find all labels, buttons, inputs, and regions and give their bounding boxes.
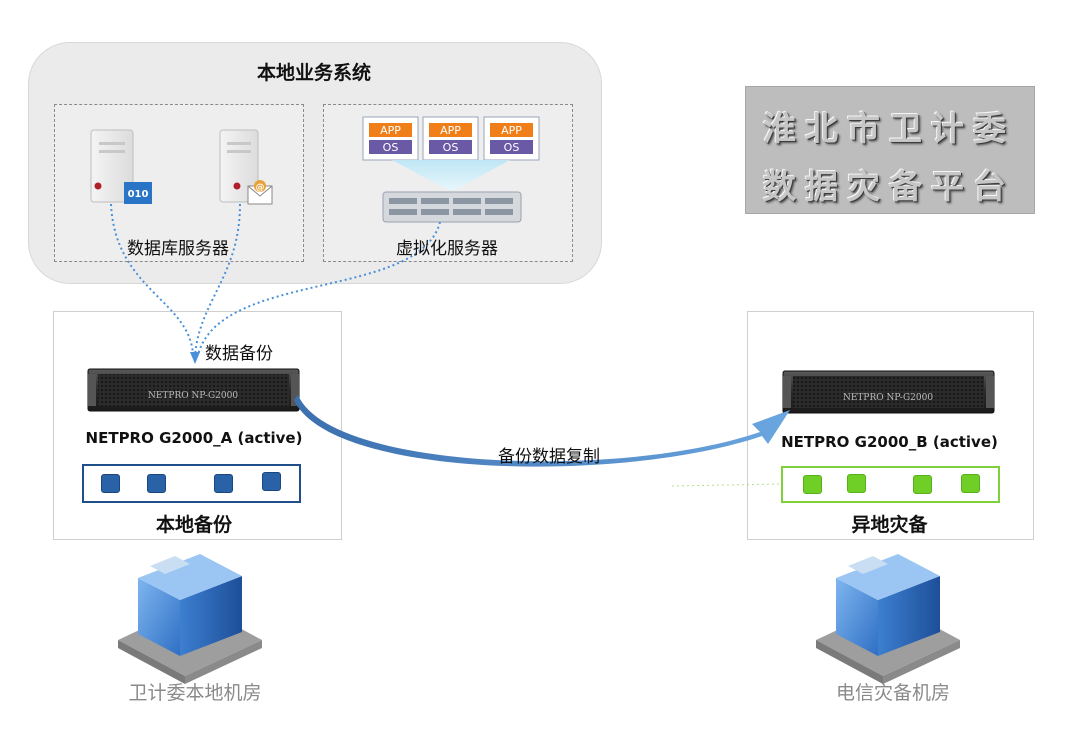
db-backup-link — [110, 203, 194, 356]
title-plate — [745, 86, 1035, 214]
building-b-icon — [816, 554, 960, 684]
vm-app-label: APP — [440, 124, 461, 137]
port-indicator — [262, 472, 281, 491]
virtual-servers-label: 虚拟化服务器 — [396, 239, 498, 259]
netpro-g2000-b-server: NETPRO NP-G2000 — [782, 370, 995, 414]
virtual-backup-link — [197, 221, 441, 356]
vm-os-label: OS — [383, 141, 399, 154]
port-indicator — [214, 474, 233, 493]
vm-os-label: OS — [504, 141, 520, 154]
plate-title-line-2: 数据灾备平台 — [763, 167, 1015, 206]
building-a-icon — [118, 554, 262, 684]
local-backup-title: 本地备份 — [155, 514, 232, 536]
remote-dotted-guide — [671, 483, 781, 487]
virtual-machine-icon: APP OS — [422, 116, 479, 161]
replication-label: 备份数据复制 — [498, 447, 600, 467]
port-indicator — [847, 474, 866, 493]
data-backup-links — [110, 203, 441, 356]
virtualization-host-icon — [382, 191, 522, 223]
database-server-icon: 010 — [90, 129, 152, 204]
virtualization-funnel — [392, 160, 510, 190]
database-servers-label: 数据库服务器 — [127, 239, 229, 259]
local-port-strip — [82, 464, 301, 503]
data-backup-label: 数据备份 — [205, 344, 273, 364]
vm-app-label: APP — [501, 124, 522, 137]
port-indicator — [961, 474, 980, 493]
virtual-machine-icon: APP OS — [483, 116, 540, 161]
db-badge-text: 010 — [128, 189, 149, 200]
vm-app-label: APP — [380, 124, 401, 137]
chassis-label-a: NETPRO NP-G2000 — [148, 391, 238, 401]
port-indicator — [803, 475, 822, 494]
vm-os-label: OS — [443, 141, 459, 154]
remote-port-strip — [781, 466, 1000, 503]
remote-room-label: 电信灾备机房 — [835, 682, 950, 704]
port-indicator — [913, 475, 932, 494]
netpro-g2000-a-server: NETPRO NP-G2000 — [87, 368, 300, 412]
chassis-label-b: NETPRO NP-G2000 — [843, 393, 933, 403]
port-indicator — [101, 474, 120, 493]
device-b-label: NETPRO G2000_B (active) — [781, 433, 998, 451]
mail-server-icon: @ — [219, 129, 273, 205]
local-room-label: 卫计委本地机房 — [128, 682, 262, 704]
remote-dr-title: 异地灾备 — [851, 514, 928, 536]
plate-title-line-1: 淮北市卫计委 — [763, 109, 1015, 148]
business-region-title: 本地业务系统 — [256, 62, 371, 84]
port-indicator — [147, 474, 166, 493]
backup-arrowhead — [190, 352, 200, 364]
mail-backup-link — [194, 203, 241, 356]
virtual-machine-icon: APP OS — [362, 116, 419, 161]
device-a-label: NETPRO G2000_A (active) — [85, 429, 303, 447]
mail-badge-text: @ — [256, 183, 265, 193]
